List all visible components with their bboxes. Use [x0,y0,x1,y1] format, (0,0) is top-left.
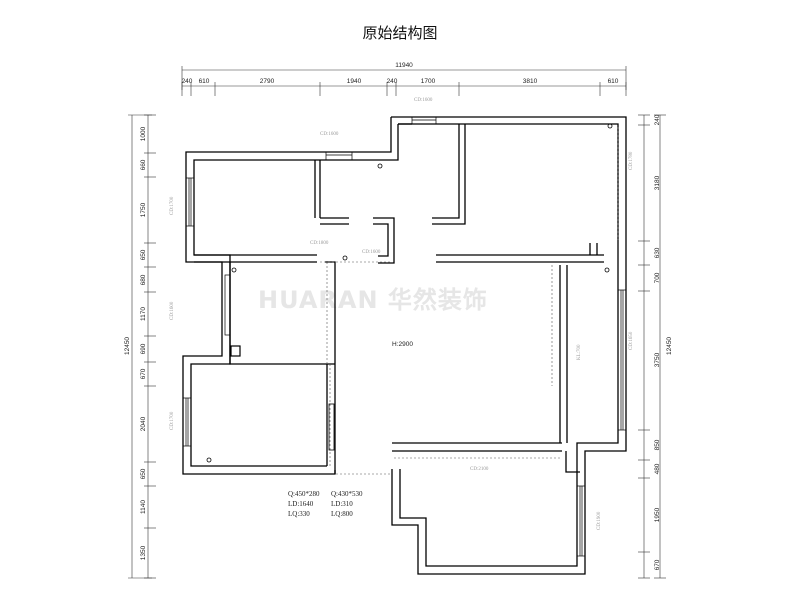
left-dim-label: 690 [140,343,147,354]
beam-note: Q:430*530 [331,490,363,498]
top-dim-label: 240 [182,78,193,85]
beam-notes: Q:450*280 LD:1640 LQ:330 Q:430*530 LD:31… [288,490,363,518]
faint-label: CD:2100 [470,467,489,472]
faint-label: CD:1600 [170,301,175,320]
faint-label: CD:1600 [320,132,339,137]
faint-label: CD:1700 [170,411,175,430]
faint-label: CD:1650 [629,331,634,350]
fixtures [206,123,613,463]
faint-label: CD:1900 [597,511,602,530]
left-dim-label: 2040 [140,416,147,431]
left-dim-label: 1140 [140,500,147,514]
left-dim-label: 1350 [140,545,147,560]
right-dim-label: 850 [654,439,661,450]
beam-note: LD:1640 [288,500,314,508]
beam-note: LQ:800 [331,510,353,518]
right-dim-label: 670 [654,559,661,570]
top-dim-label: 610 [199,78,210,85]
faint-label: CD:1780 [629,151,634,170]
left-dim-label: 680 [140,274,147,285]
faint-label: CD:1600 [414,98,433,103]
faint-label: CD:1600 [362,250,381,255]
faint-annotations: CD:1600 CD:1600 CD:1700 CD:1780 CD:1600 … [170,98,634,530]
left-dim-label: 650 [140,468,147,479]
left-dimension-labels: 12450 1000 660 1750 650 680 1170 690 670… [124,126,147,560]
beam-note: LQ:330 [288,510,310,518]
top-total-label: 11940 [395,62,413,69]
faint-label: CD:1800 [310,241,329,246]
left-dim-label: 650 [140,249,147,260]
ceiling-height-label: H:2900 [392,341,413,348]
right-dimension-labels: 12450 240 3180 630 700 3750 850 480 1950… [654,114,673,570]
left-dim-label: 1750 [140,202,147,217]
right-dim-label: 630 [654,247,661,258]
top-dim-label: 3810 [523,78,538,85]
beam-note: LD:310 [331,500,353,508]
faint-label: KL:700 [577,344,582,360]
left-dim-label: 1000 [140,126,147,141]
right-dim-label: 240 [654,114,661,125]
right-dim-label: 3750 [654,352,661,367]
beam-note: Q:450*280 [288,490,320,498]
left-dimension-lines [128,114,156,579]
top-dim-label: 1700 [421,78,436,85]
faint-label: CD:1700 [170,196,175,215]
top-dimension-lines [181,66,627,96]
right-dim-label: 480 [654,463,661,474]
left-dim-label: 660 [140,159,147,170]
left-total-label: 12450 [124,337,131,355]
windows [182,116,627,557]
top-dim-label: 610 [608,78,619,85]
right-total-label: 12450 [666,337,673,355]
left-dim-label: 670 [140,368,147,379]
right-dim-label: 700 [654,272,661,283]
beams [320,127,619,475]
left-dim-label: 1170 [140,307,147,321]
watermark: HUARAN 华然装饰 [258,286,488,314]
right-dimension-lines [638,114,666,579]
top-dim-label: 1940 [347,78,362,85]
top-dim-label: 2790 [260,78,275,85]
right-dim-label: 3180 [654,175,661,190]
top-dim-label: 240 [387,78,398,85]
right-dim-label: 1950 [654,507,661,522]
top-dimension-labels: 11940 240 610 2790 1940 240 1700 3810 61… [182,62,619,85]
page-title: 原始结构图 [362,24,438,42]
